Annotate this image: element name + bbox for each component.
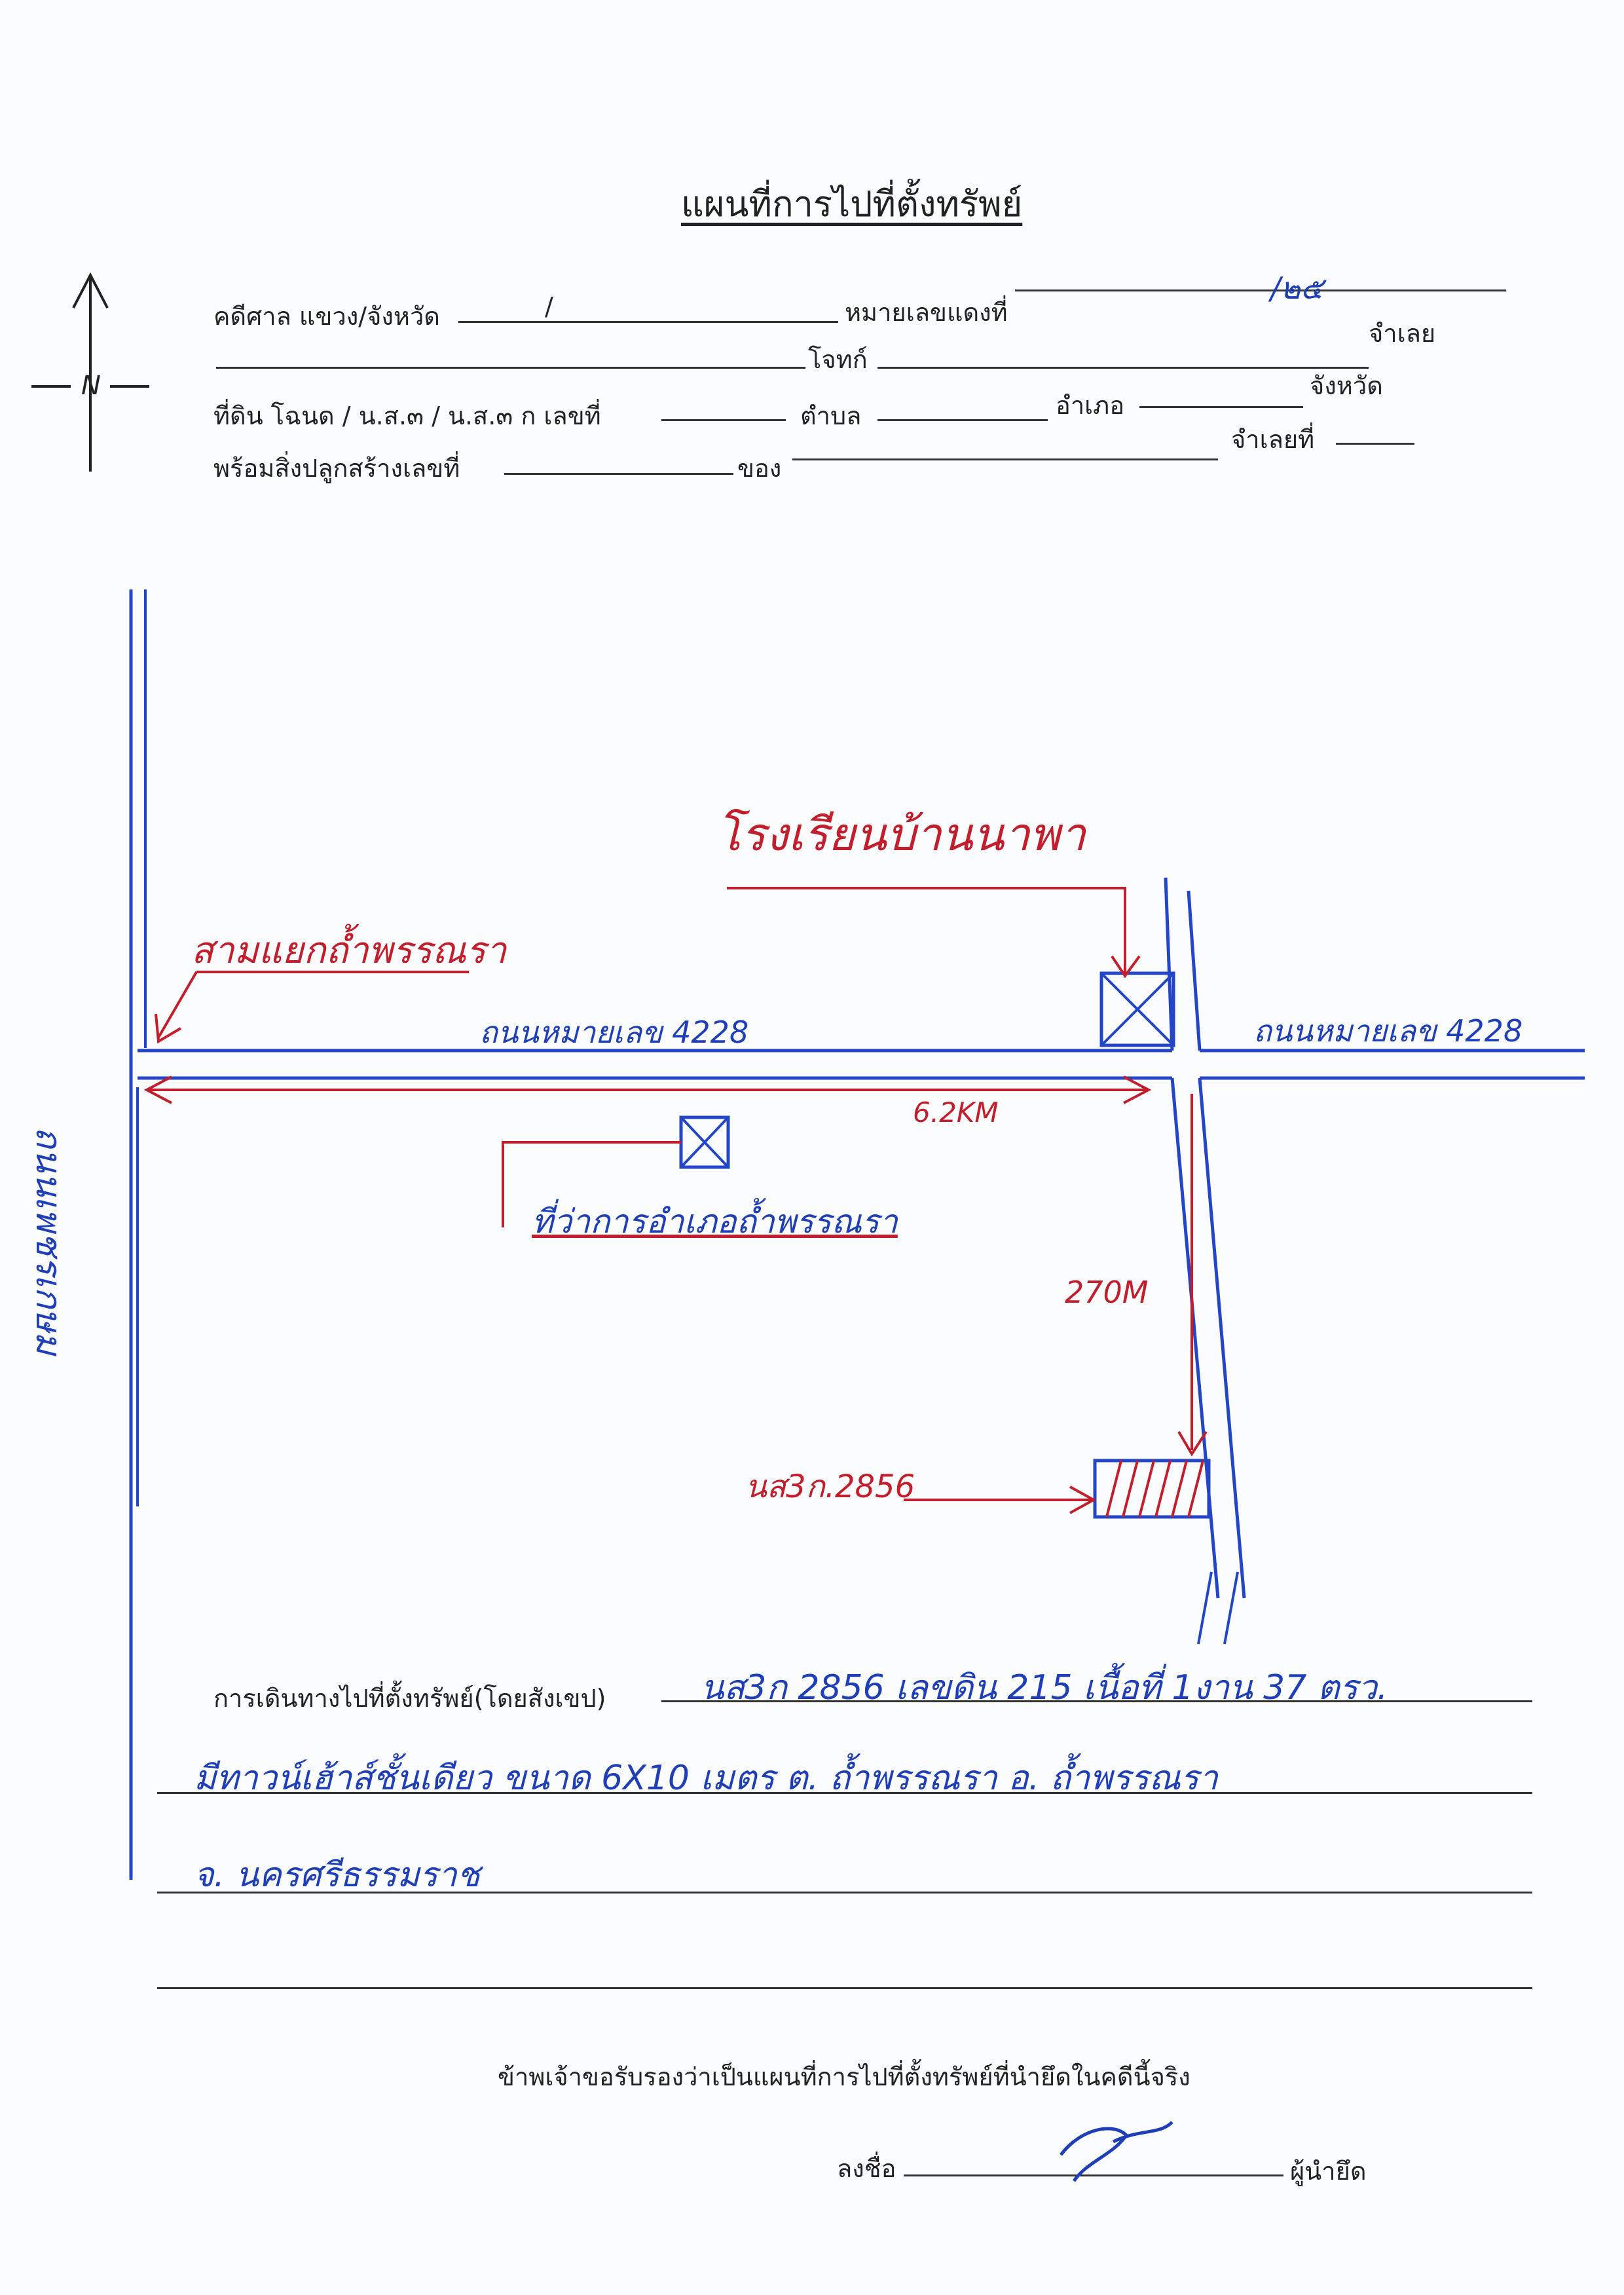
tambon-label: ตำบล (800, 401, 862, 430)
property-hatch-icon (1093, 1459, 1211, 1519)
route-line-2: มีทาวน์เฮ้าส์ชั้นเดียว ขนาด 6X10 เมตร ต.… (194, 1759, 1218, 1798)
junction-label: สามแยกถ้ำพรรณรา (191, 929, 507, 972)
building-label: พร้อมสิ่งปลูกสร้างเลขที่ (213, 454, 460, 483)
black-case-value: /๒๕ (1270, 271, 1323, 306)
plaintiff-label: โจทก์ (808, 345, 868, 374)
defendant-no-label: จำเลยที่ (1231, 425, 1315, 454)
distance-6-2-label: 6.2KM (913, 1096, 999, 1129)
signer-role: ผู้นำยึด (1290, 2157, 1367, 2186)
case-label: คดีศาล แขวง/จังหวัด (213, 302, 440, 331)
province-label: จังหวัด (1310, 371, 1383, 400)
district-office-label: ที่ว่าการอำเภอถ้ำพรรณรา (532, 1203, 898, 1241)
defendant-label: จำเลย (1369, 319, 1436, 348)
north-label: N (81, 371, 101, 401)
page-title: แผนที่การไปที่ตั้งทรัพย์ (681, 183, 1023, 225)
sign-label: ลงชื่อ (837, 2154, 896, 2183)
road-phetkasem-label: ถนนเพชรเกษม (28, 1127, 69, 1355)
route-line-1: นส3ก 2856 เลขดิน 215 เนื้อที่ 1งาน 37 ตร… (701, 1668, 1388, 1707)
case-slash: / (545, 292, 553, 321)
road-4228-left-label: ถนนหมายเลข 4228 (479, 1015, 749, 1050)
of-label: ของ (737, 454, 782, 483)
property-label: นส3ก.2856 (745, 1468, 915, 1505)
land-label: ที่ดิน โฉนด / น.ส.๓ / น.ส.๓ ก เลขที่ (213, 401, 601, 430)
route-label: การเดินทางไปที่ตั้งทรัพย์(โดยสังเขป) (213, 1684, 606, 1713)
amphoe-label: อำเภอ (1056, 391, 1125, 420)
building-box-icon (1099, 971, 1175, 1047)
black-case-label: หมายเลขแดงที่ (845, 298, 1008, 327)
certify-text: ข้าพเจ้าขอรับรองว่าเป็นแผนที่การไปที่ตั้… (498, 2062, 1190, 2091)
route-line-3: จ. นครศรีธรรมราช (194, 1856, 481, 1895)
road-4228-right-label: ถนนหมายเลข 4228 (1253, 1013, 1523, 1049)
school-label: โรงเรียนบ้านนาพา (716, 808, 1086, 861)
distance-270-label: 270M (1065, 1275, 1149, 1310)
